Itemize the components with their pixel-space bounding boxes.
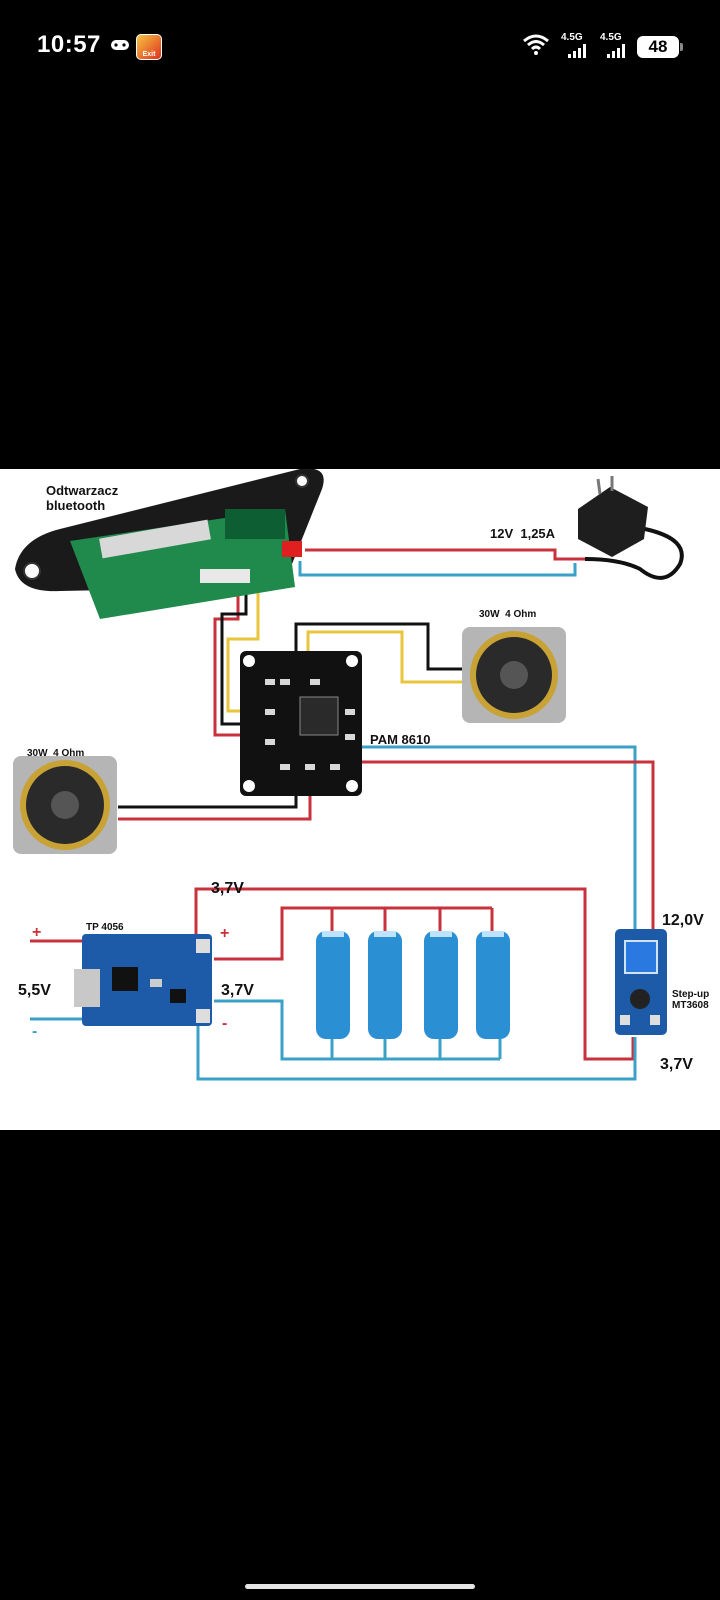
minus-right-label: - <box>222 1015 228 1032</box>
charger-label: TP 4056 <box>86 922 124 933</box>
signal-icon: 4.5G <box>600 32 630 60</box>
charger-board <box>74 934 212 1026</box>
in-voltage-label: 5,5V <box>18 982 51 999</box>
out-voltage-side-label: 3,7V <box>221 982 254 999</box>
home-indicator[interactable] <box>245 1584 475 1589</box>
clock: 10:57 <box>37 31 101 58</box>
power-supply-label: 12V 1,25A <box>490 526 556 541</box>
status-bar: 10:57 Exit 4.5G 4.5G 48 <box>0 0 720 92</box>
speaker-right-label: 30W 4 Ohm <box>479 609 537 620</box>
battery-cap <box>680 43 683 51</box>
speaker-left-label: 30W 4 Ohm <box>27 748 85 759</box>
stepup-label: Step-up MT3608 <box>672 989 710 1011</box>
speaker-left <box>13 756 117 854</box>
minus-left-label: - <box>32 1023 38 1040</box>
battery-icon: 48 <box>637 36 679 58</box>
battery-pack <box>316 931 510 1039</box>
amp-label: PAM 8610 <box>370 732 431 747</box>
stepup-in-label: 3,7V <box>660 1056 693 1073</box>
power-adapter-icon <box>578 476 684 580</box>
stepup-out-label: 12,0V <box>662 912 704 929</box>
stepup-board <box>615 929 667 1035</box>
signal-icon: 4.5G <box>561 32 591 60</box>
out-voltage-top-label: 3,7V <box>211 880 244 897</box>
wiring-diagram <box>13 469 684 1081</box>
amplifier-board <box>240 651 362 796</box>
diagram-image: Odtwarzacz bluetooth 12V 1,25A 30W 4 Ohm… <box>0 469 720 1130</box>
bluetooth-player <box>15 469 324 619</box>
speaker-right <box>462 627 566 723</box>
plus-right-label: + <box>220 925 230 942</box>
bt-player-label: Odtwarzacz bluetooth <box>46 483 119 513</box>
wifi-icon <box>523 34 549 55</box>
gamepad-icon <box>111 40 129 50</box>
app-notification-icon: Exit <box>136 34 162 60</box>
plus-left-label: + <box>32 924 42 941</box>
